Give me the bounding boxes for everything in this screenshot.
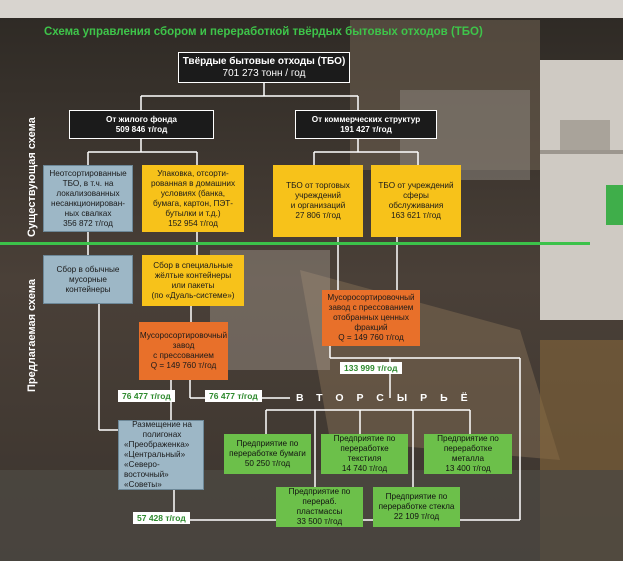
label-existing-scheme: Существующая схема bbox=[26, 117, 38, 237]
flow-label-76477-landfill: 76 477 т/год bbox=[118, 390, 175, 402]
diagram-title: Схема управления сбором и переработкой т… bbox=[44, 26, 483, 38]
flow-label-133999: 133 999 т/год bbox=[340, 362, 402, 374]
box-tbo-total: Твёрдые бытовые отходы (ТБО)701 273 тонн… bbox=[178, 52, 350, 83]
scheme-separator bbox=[0, 242, 590, 245]
flow-label-76477-secondary: 76 477 т/год bbox=[205, 390, 262, 402]
secondary-raw-materials-label: ВТОРСЫРЬЁ bbox=[296, 392, 481, 404]
flow-label-57428: 57 428 т/год bbox=[133, 512, 190, 524]
label-proposed-scheme: Предлагаемая схема bbox=[26, 279, 38, 392]
